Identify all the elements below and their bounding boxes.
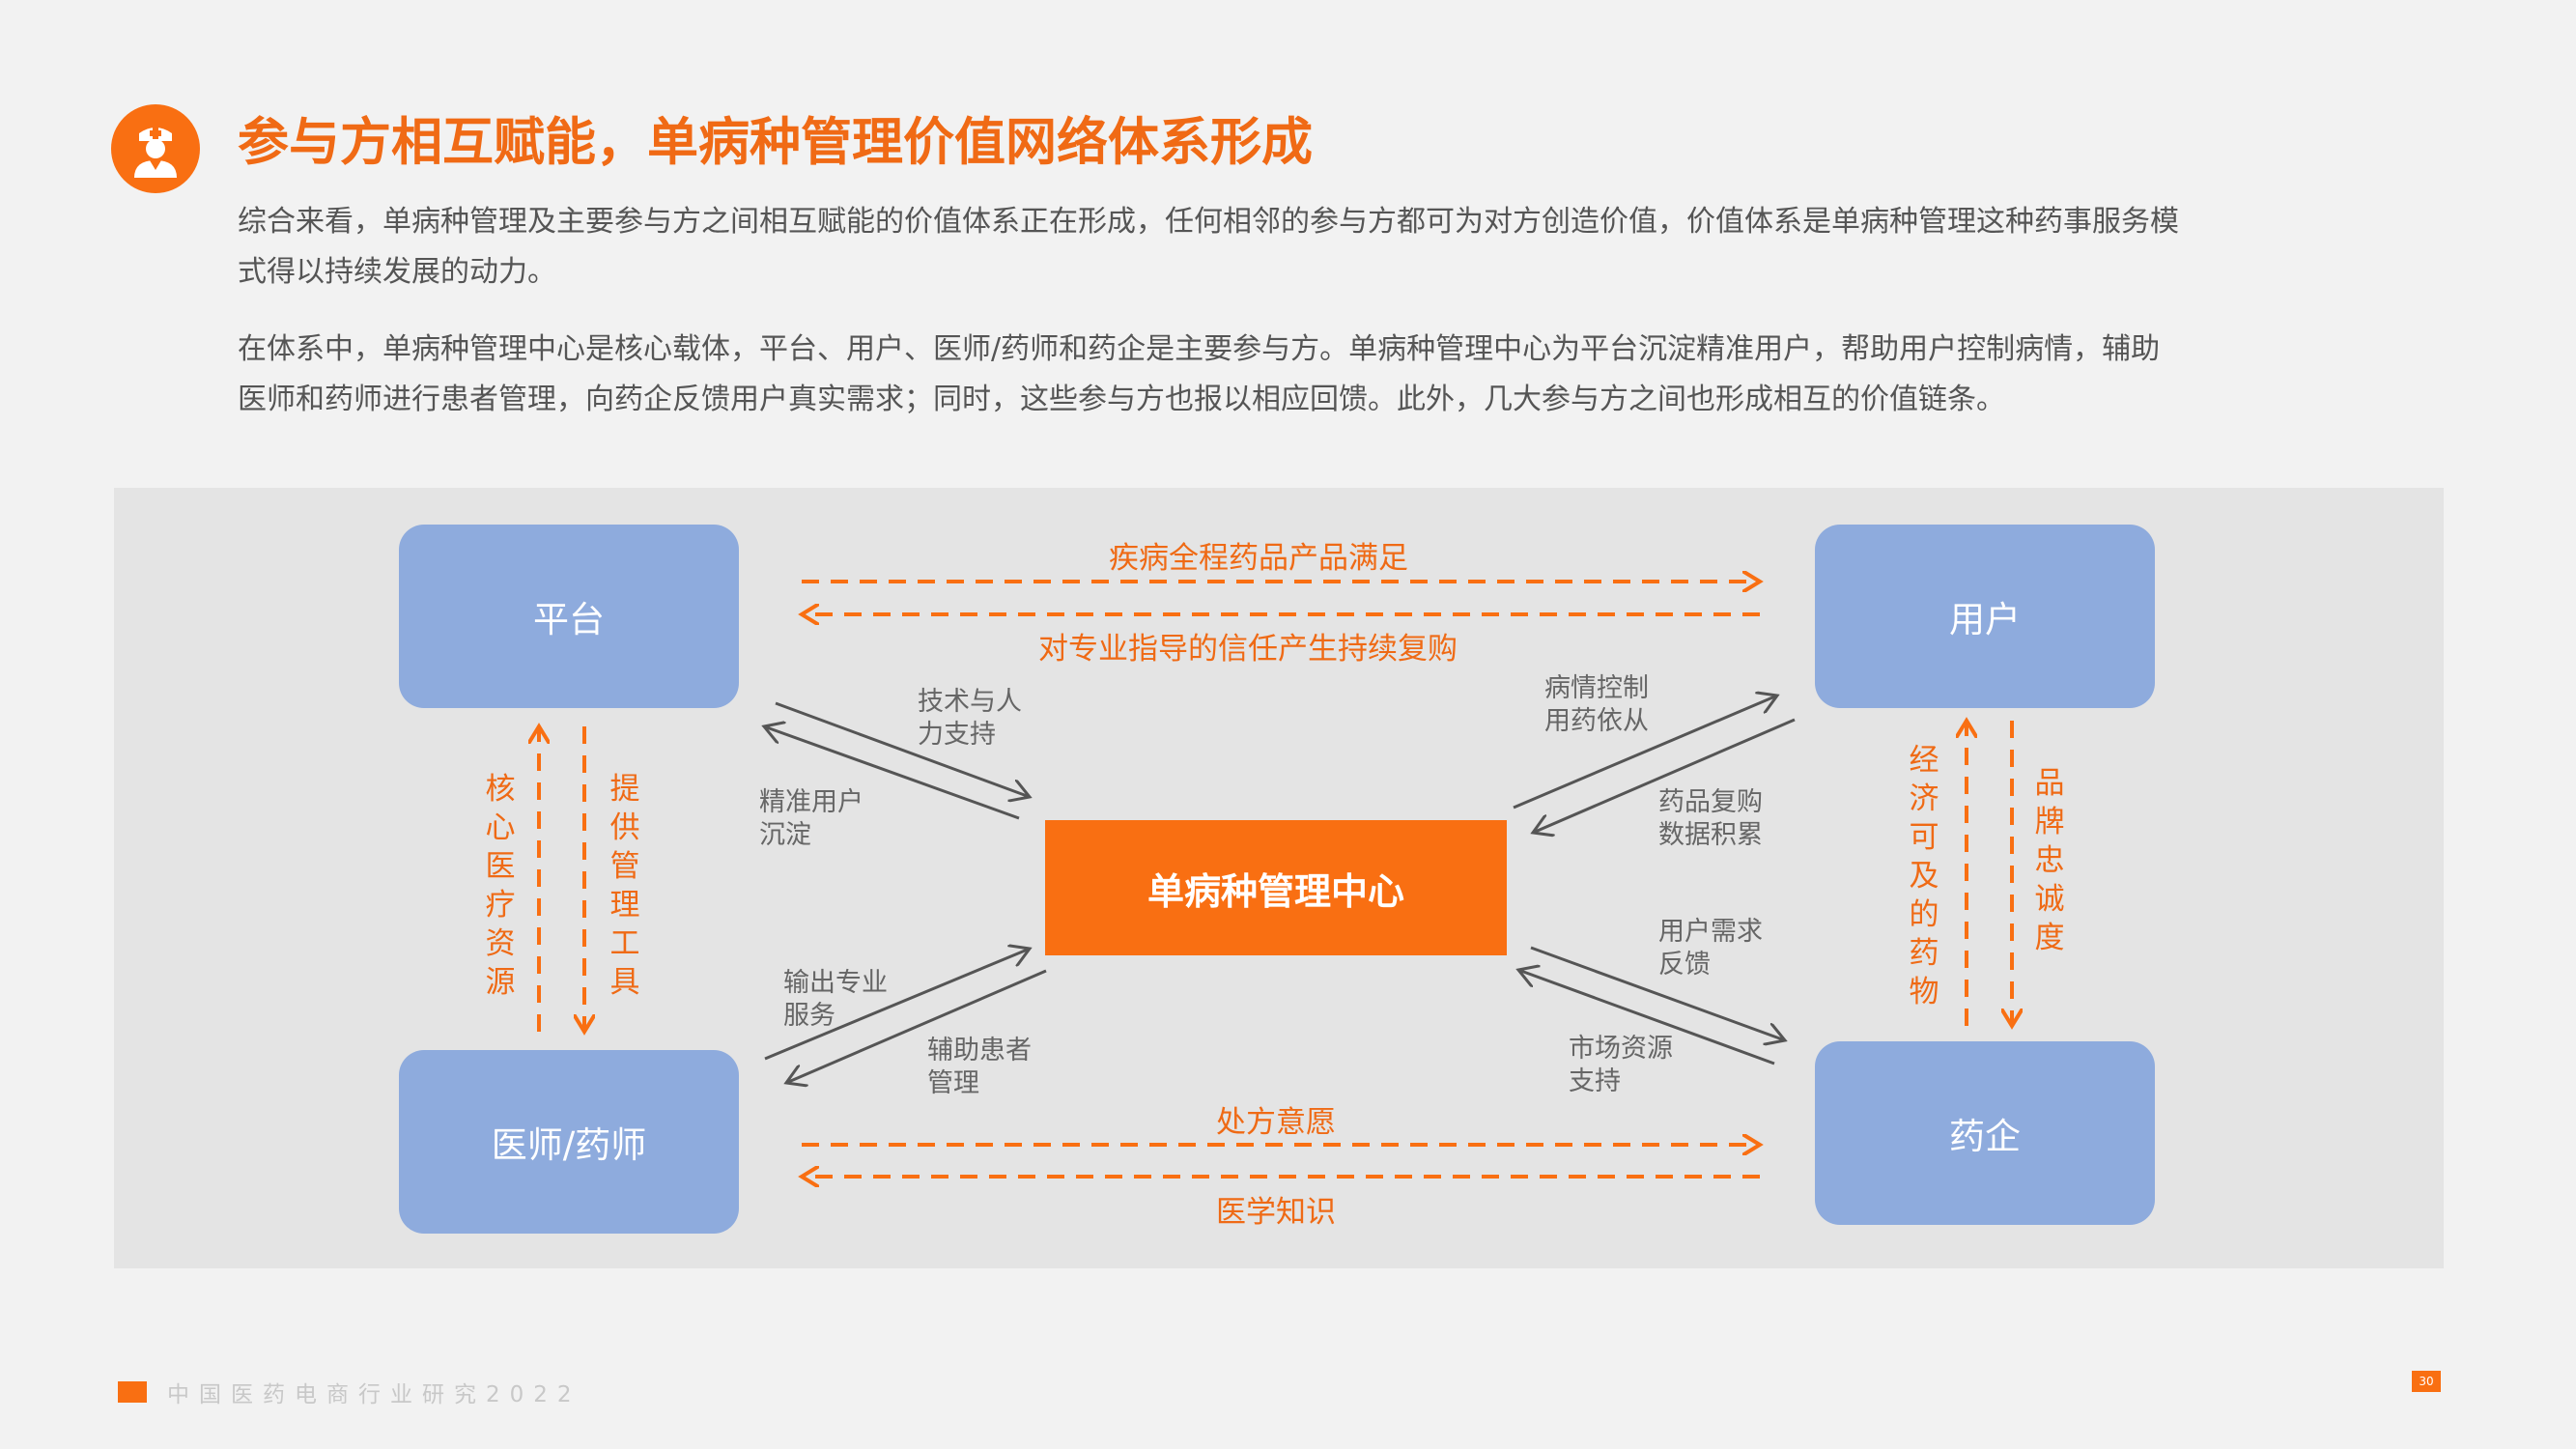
label-right-down: 品牌忠诚度 [2034, 766, 2065, 955]
label-line: 沉淀 [759, 820, 811, 850]
page-number: 30 [2412, 1371, 2441, 1392]
label-left-down: 提供管理工具 [609, 772, 640, 1000]
paragraph-line: 在体系中，单病种管理中心是核心载体，平台、用户、医师/药师和药企是主要参与方。单… [238, 332, 2161, 366]
label-line: 管理 [927, 1068, 979, 1098]
node-pharma: 药企 [1815, 1041, 2155, 1225]
arrow-center-to-doctor [786, 969, 1047, 1083]
label-doctor-to-center: 输出专业 服务 [783, 967, 888, 1033]
label-line: 用药依从 [1544, 706, 1649, 736]
doctor-icon [111, 104, 200, 193]
label-center-to-platform: 精准用户 沉淀 [759, 786, 863, 852]
label-line: 病情控制 [1544, 673, 1649, 703]
arrow-platform-to-center [775, 701, 1030, 797]
arrow-center-to-user [1513, 696, 1777, 810]
footer-text: 中国医药电商行业研究2022 [167, 1382, 581, 1407]
label-line: 输出专业 [783, 968, 888, 998]
label-center-to-user: 病情控制 用药依从 [1544, 672, 1649, 738]
arrow-doctor-to-center [764, 949, 1030, 1061]
label-center-to-doctor: 辅助患者 管理 [927, 1035, 1032, 1100]
label-line: 市场资源 [1569, 1034, 1673, 1064]
label-line: 用户需求 [1658, 917, 1763, 947]
intro-paragraph-2: 在体系中，单病种管理中心是核心载体，平台、用户、医师/药师和药企是主要参与方。单… [238, 325, 2392, 425]
intro-paragraph-1: 综合来看，单病种管理及主要参与方之间相互赋能的价值体系正在形成，任何相邻的参与方… [238, 197, 2392, 298]
label-line: 服务 [783, 1001, 835, 1031]
label-right-up: 经济可及的药物 [1909, 743, 1939, 1009]
label-top-backward: 对专业指导的信任产生持续复购 [1038, 632, 1458, 667]
node-doctor: 医师/药师 [399, 1050, 739, 1234]
node-center: 单病种管理中心 [1045, 820, 1507, 955]
paragraph-line: 医师和药师进行患者管理，向药企反馈用户真实需求；同时，这些参与方也报以相应回馈。… [238, 383, 2005, 416]
label-line: 精准用户 [759, 787, 863, 817]
label-left-up: 核心医疗资源 [485, 772, 516, 1000]
arrow-center-to-pharma [1530, 946, 1785, 1040]
label-line: 数据积累 [1658, 820, 1763, 850]
label-line: 技术与人 [918, 687, 1022, 717]
label-line: 支持 [1569, 1066, 1621, 1096]
label-user-to-center: 药品复购 数据积累 [1658, 786, 1763, 852]
arrow-user-to-center [1533, 718, 1796, 833]
label-bottom-forward: 处方意愿 [1216, 1105, 1336, 1140]
label-line: 药品复购 [1658, 787, 1763, 817]
label-center-to-pharma: 用户需求 反馈 [1658, 916, 1763, 981]
paragraph-line: 式得以持续发展的动力。 [238, 255, 556, 289]
node-user: 用户 [1815, 525, 2155, 708]
node-platform: 平台 [399, 525, 739, 708]
arrow-center-to-platform [764, 726, 1020, 820]
label-pharma-to-center: 市场资源 支持 [1569, 1033, 1673, 1098]
arrow-pharma-to-center [1518, 970, 1775, 1065]
footer-marker [118, 1381, 147, 1403]
label-platform-to-center: 技术与人 力支持 [918, 686, 1022, 752]
label-line: 反馈 [1658, 950, 1711, 980]
paragraph-line: 综合来看，单病种管理及主要参与方之间相互赋能的价值体系正在形成，任何相邻的参与方… [238, 205, 2179, 239]
page-title: 参与方相互赋能，单病种管理价值网络体系形成 [238, 113, 1313, 172]
label-bottom-backward: 医学知识 [1216, 1195, 1336, 1230]
label-line: 辅助患者 [927, 1036, 1032, 1065]
label-line: 力支持 [918, 720, 996, 750]
label-top-forward: 疾病全程药品产品满足 [1109, 541, 1408, 576]
